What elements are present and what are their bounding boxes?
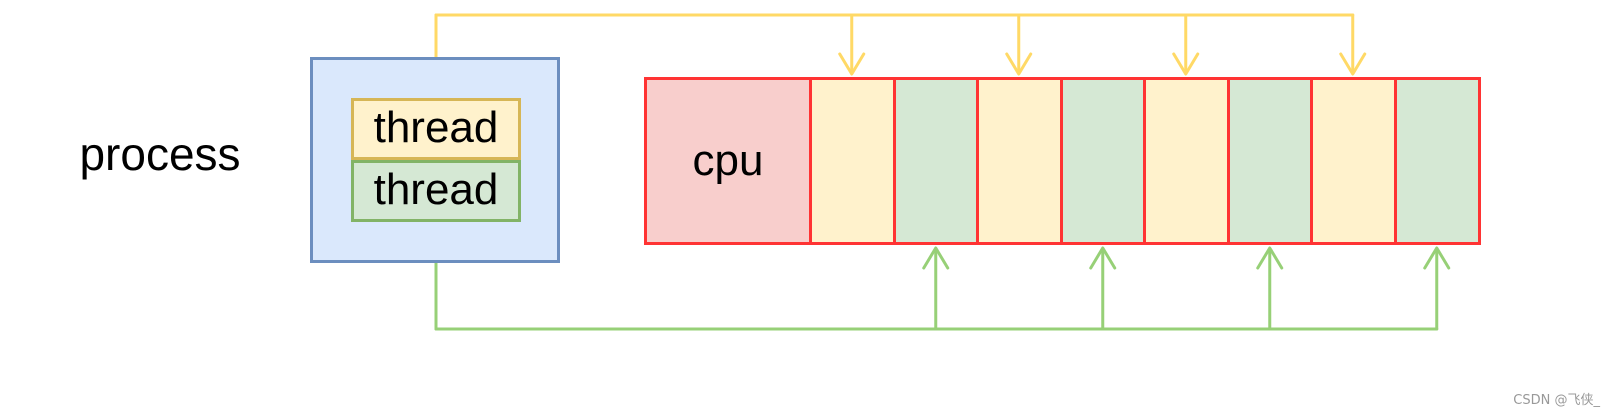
cpu-slot-green: [1060, 77, 1147, 245]
yellow-arrow-head: [1172, 52, 1200, 76]
cpu-slot-green: [1394, 77, 1481, 245]
cpu-slot-yellow: [809, 77, 896, 245]
green-arrow-head: [1089, 246, 1117, 270]
cpu-slot-yellow: [1310, 77, 1397, 245]
thread-a-box: thread: [351, 98, 521, 160]
green-arrow-head: [1423, 246, 1451, 270]
green-arrow-head: [922, 246, 950, 270]
watermark: CSDN @飞侠_: [1513, 393, 1600, 408]
cpu-slot-yellow: [1143, 77, 1230, 245]
cpu-slot-green: [1227, 77, 1314, 245]
yellow-arrow-head: [838, 52, 866, 76]
yellow-arrow-head: [1005, 52, 1033, 76]
cpu-slot-green: [893, 77, 980, 245]
cpu-box: cpu: [644, 77, 812, 245]
green-arrow-head: [1256, 246, 1284, 270]
process-label: process: [79, 128, 241, 180]
thread-b-box: thread: [351, 160, 521, 222]
cpu-slot-yellow: [976, 77, 1063, 245]
yellow-arrow-head: [1339, 52, 1367, 76]
